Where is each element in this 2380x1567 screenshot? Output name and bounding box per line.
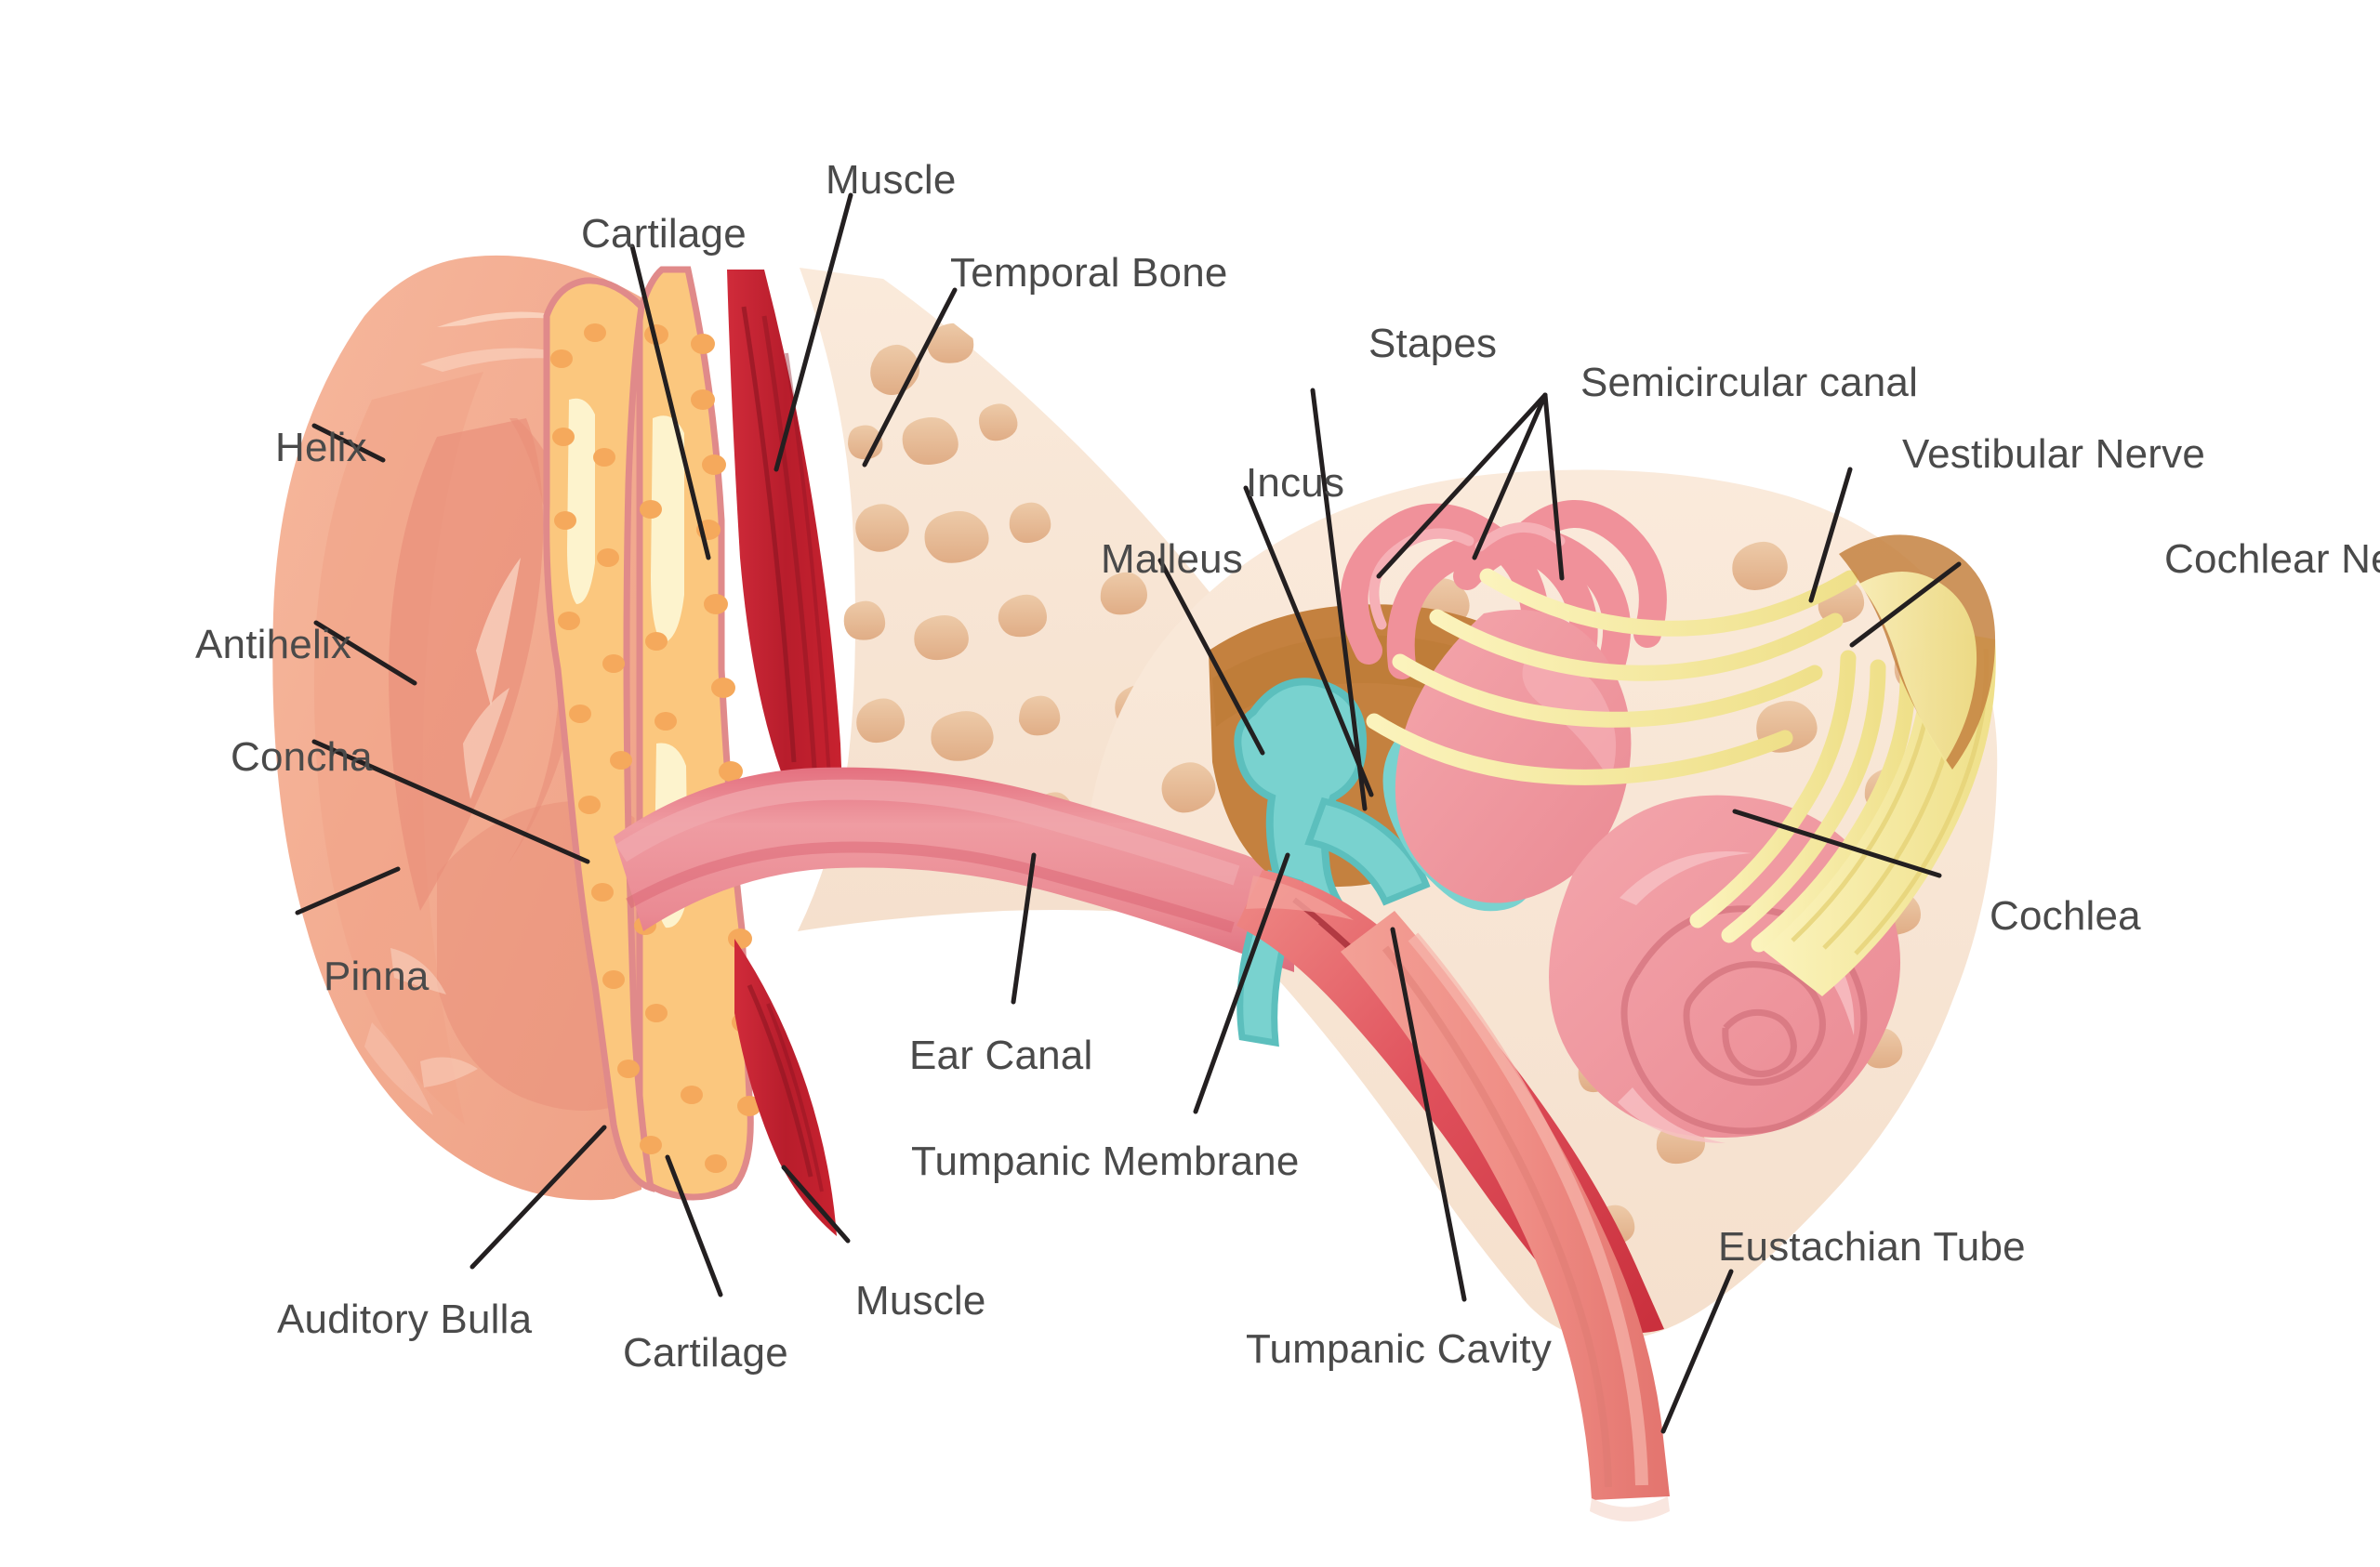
ear-canal-tube: [614, 767, 1294, 972]
label-pinna: Pinna: [324, 954, 430, 999]
incus-leader: [1243, 485, 1374, 797]
semicircular-canals-highlight: [1368, 521, 1566, 630]
label-muscle-top: Muscle: [826, 157, 957, 203]
cochlea-leader: [1732, 809, 1942, 878]
label-cochlea: Cochlea: [1990, 893, 2141, 939]
ear-canal-leader: [1011, 852, 1037, 1005]
cartilage-top-leader: [629, 244, 711, 560]
muscle-lower: [734, 939, 837, 1236]
malleus-leader: [1157, 558, 1265, 756]
pinna-leader: [295, 866, 401, 915]
label-antihelix: Antihelix: [195, 622, 352, 667]
muscle-bottom-leader: [781, 1165, 851, 1244]
incus-bone: [1304, 797, 1431, 906]
label-ear-canal: Ear Canal: [909, 1033, 1093, 1078]
label-auditory-bulla: Auditory Bulla: [277, 1297, 533, 1342]
label-helix: Helix: [275, 425, 367, 470]
label-stapes: Stapes: [1368, 321, 1498, 366]
label-tumpanic-membrane: Tumpanic Membrane: [911, 1139, 1300, 1184]
concha-leader: [311, 739, 590, 864]
label-incus: Incus: [1246, 460, 1345, 506]
cartilage-bottom-leader: [665, 1154, 723, 1297]
label-cochlear-nerve: Cochlear Nerve: [2164, 536, 2380, 582]
eustachian-tube-duct: [1341, 911, 1670, 1521]
label-cartilage-bottom: Cartilage: [623, 1330, 788, 1376]
helix-leader: [311, 423, 386, 463]
auricular-cartilage-upper: [543, 266, 761, 1201]
label-eustachian-tube: Eustachian Tube: [1718, 1224, 2026, 1270]
cochlear-nerve-leader: [1849, 561, 1962, 648]
vestibulocochlear-nerve: [1366, 568, 1916, 953]
label-temporal-bone: Temporal Bone: [950, 250, 1228, 296]
semicircular-leader-1: [1376, 392, 1548, 579]
malleus-bone: [1234, 678, 1368, 1047]
label-tumpanic-cavity: Tumpanic Cavity: [1246, 1326, 1553, 1372]
label-malleus: Malleus: [1101, 536, 1244, 582]
stapes-leader: [1310, 388, 1368, 811]
label-concha: Concha: [231, 734, 373, 780]
eustachian-tube-leader: [1660, 1269, 1734, 1434]
muscle-top-leader: [774, 192, 853, 472]
antihelix-leader: [313, 620, 417, 686]
vestibular-nerve-leader: [1808, 467, 1853, 603]
temporal-bone-leader: [862, 287, 958, 467]
semicircular-leader-3: [1542, 392, 1565, 581]
label-semicircular-canal: Semicircular canal: [1580, 360, 1919, 405]
tumpanic-cavity-leader: [1390, 927, 1467, 1302]
label-cartilage-top: Cartilage: [581, 211, 747, 257]
auditory-bulla-leader: [469, 1125, 607, 1270]
semicircular-leader-2: [1472, 392, 1548, 560]
label-muscle-bottom: Muscle: [855, 1278, 986, 1323]
leader-lines: [295, 192, 1962, 1434]
label-vestibular-nerve: Vestibular Nerve: [1902, 431, 2206, 477]
tumpanic-membrane-leader: [1193, 852, 1290, 1114]
